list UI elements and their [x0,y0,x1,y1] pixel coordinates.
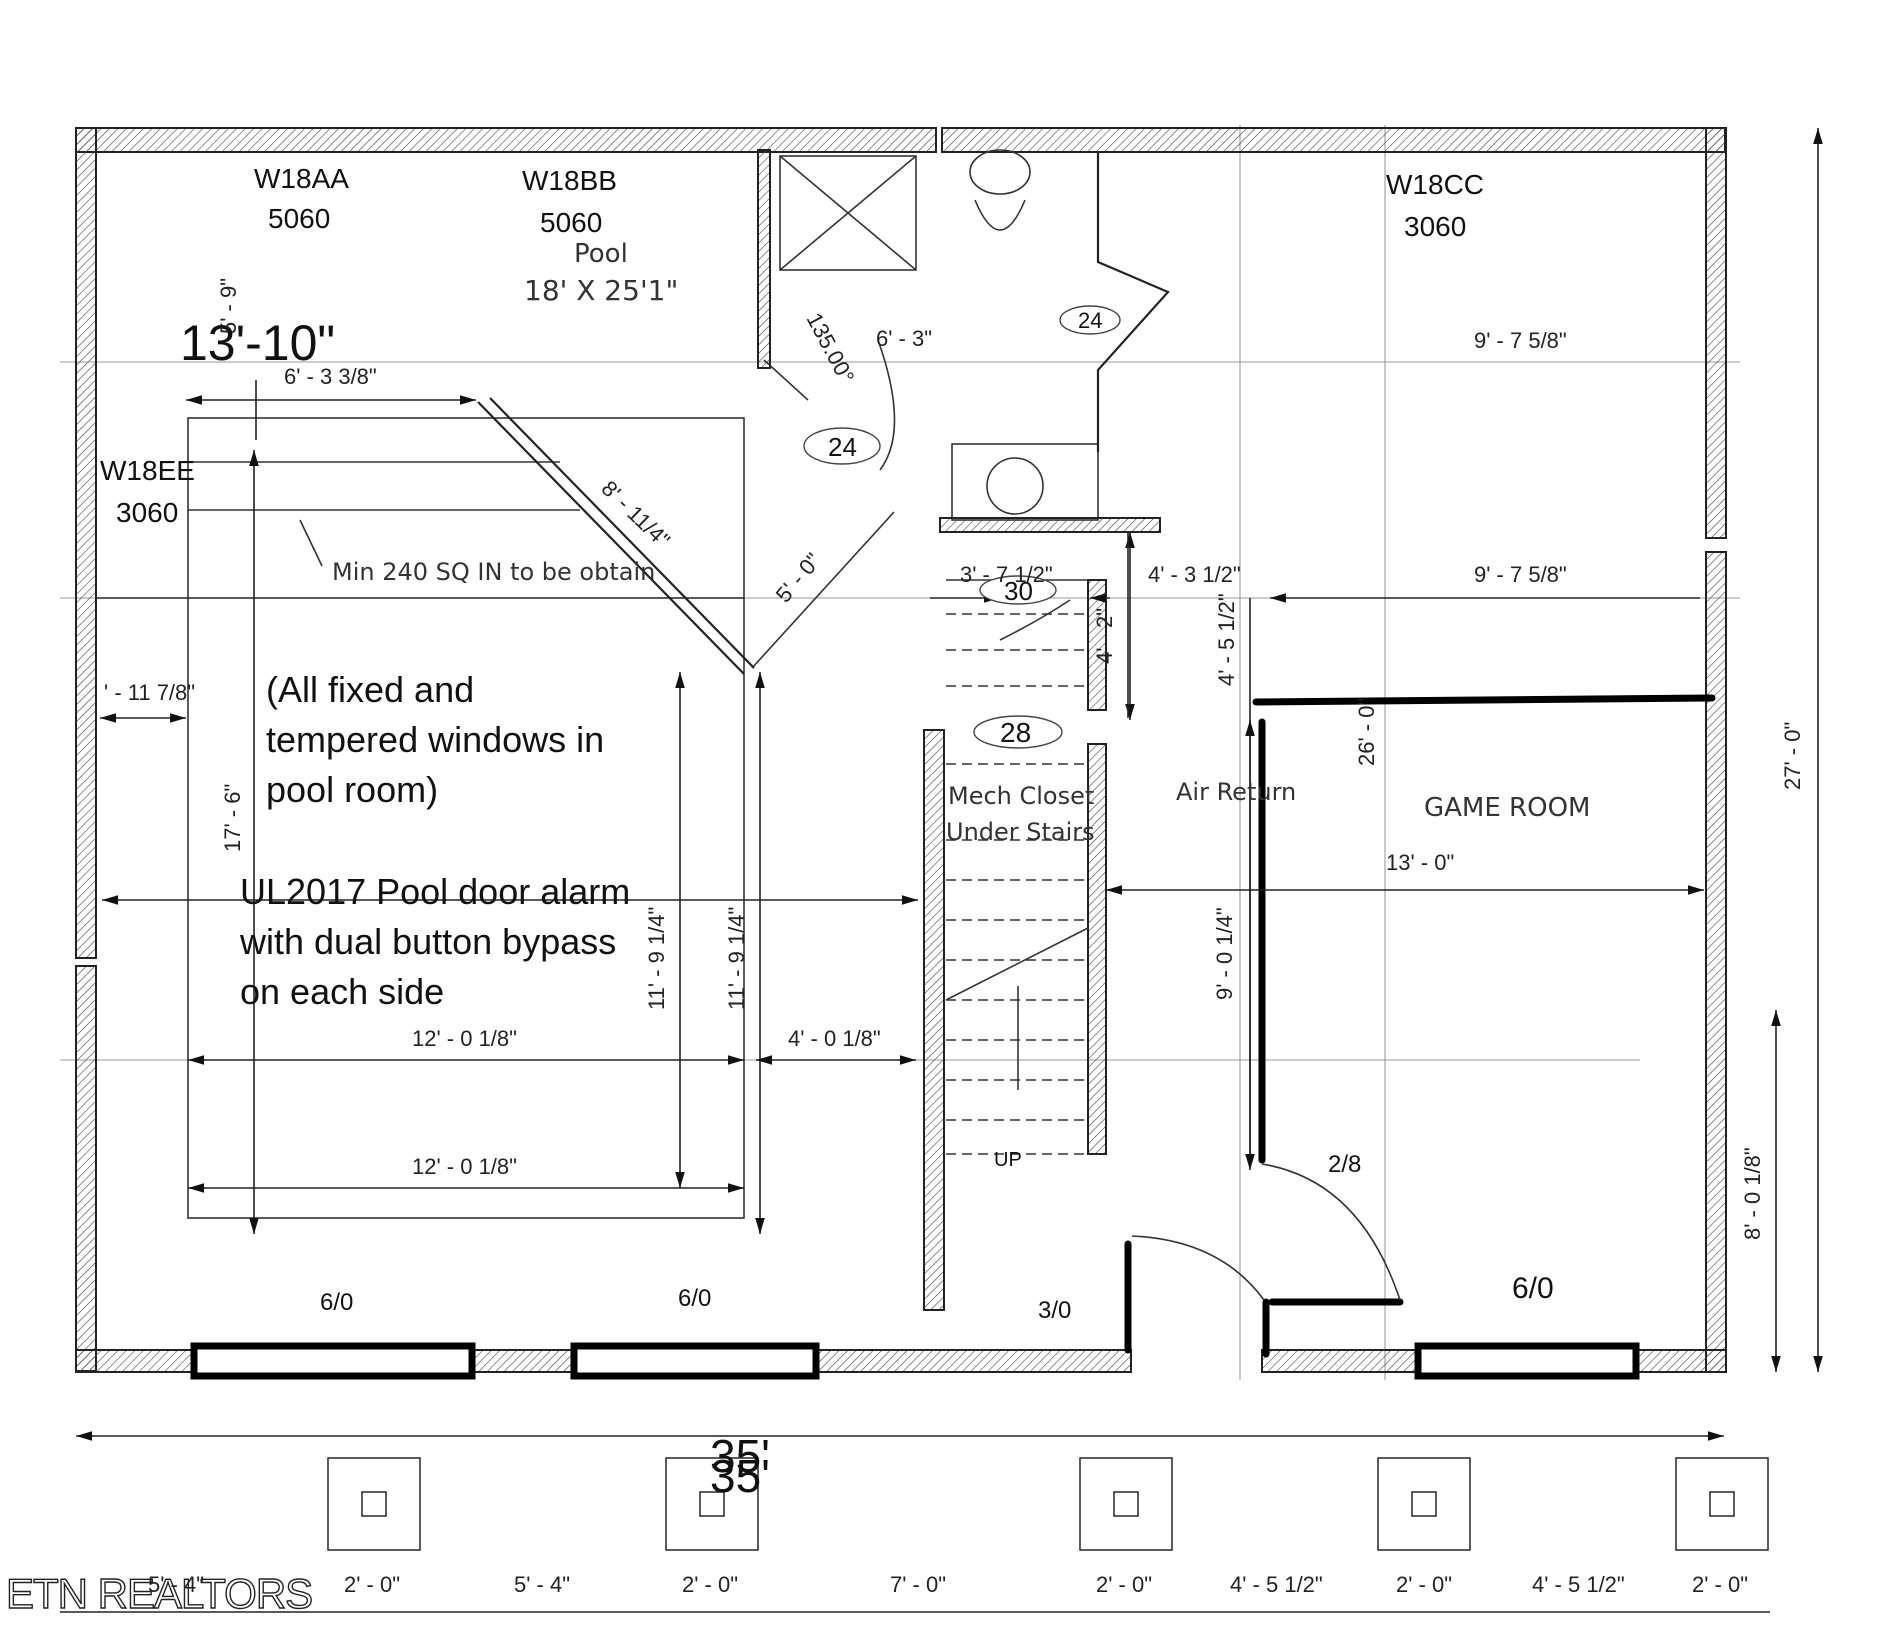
dim-17-6: 17' - 6" [220,784,245,852]
window-w18ee-size: 3060 [116,497,178,528]
dim-9-7-58-upper: 9' - 7 5/8" [1474,328,1567,353]
note-total-width: 35' [710,1430,770,1482]
door-label-1: 6/0 [320,1289,353,1316]
pool-name: Pool [574,239,628,269]
note-alarm-3: on each side [240,971,444,1012]
door-label-5: 2/8 [1328,1151,1361,1178]
window-w18ee-code: W18EE [100,455,195,486]
dim-9-0-14: 9' - 0 1/4" [1212,907,1237,1000]
column-4 [1377,1457,1471,1551]
dim-bottom-4: 2' - 0" [682,1572,738,1597]
dim-bottom-1: 5' - 4" [148,1572,204,1597]
column-3 [1079,1457,1173,1551]
column-2 [665,1457,759,1551]
game-room-label: GAME ROOM [1424,793,1591,823]
window-w18aa-size: 5060 [268,203,330,234]
note-min-sq-in: Min 240 SQ IN to be obtain [332,558,655,586]
window-w18aa-code: W18AA [254,163,349,194]
mech-closet-label-1: Mech Closet [948,782,1094,810]
game-room-walls [1124,694,1716,1358]
room-tags [803,305,1121,749]
dim-11-9-14-left: 11' - 9 1/4" [644,907,669,1010]
bathroom-fixtures [779,149,1170,533]
dim-12-0-18-lower: 12' - 0 1/8" [412,1154,517,1179]
dim-135: 135.00° [802,309,860,388]
window-w18bb-code: W18BB [522,165,617,196]
dim-3-7-12: 3' - 7 1/2" [960,562,1053,587]
note-big-width: 13'-10" [180,315,335,371]
dim-bottom-10: 2' - 0" [1692,1572,1748,1597]
room-labels: Pool 18' X 25'1" GAME ROOM Mech Closet U… [524,239,1591,1171]
dim-11-78: ' - 11 7/8" [104,680,195,705]
pool-size: 18' X 25'1" [524,274,678,307]
dim-4-5-12-vertical: 4' - 5 1/2" [1214,593,1239,686]
dim-8-0-18: 8' - 0 1/8" [1740,1147,1765,1240]
dim-bottom-6: 2' - 0" [1096,1572,1152,1597]
window-w18cc-code: W18CC [1386,169,1484,200]
dim-bottom-7: 4' - 5 1/2" [1230,1572,1323,1597]
note-total-width-echo: 35' [710,1450,770,1502]
dim-9-7-58-lower: 9' - 7 5/8" [1474,562,1567,587]
columns [327,1457,1769,1551]
bottom-windows [190,1342,1640,1380]
stairs [945,579,1089,1155]
dim-bottom-3: 5' - 4" [514,1572,570,1597]
dim-12-0-18-upper: 12' - 0 1/8" [412,1026,517,1051]
dim-4-3-12: 4' - 3 1/2" [1148,562,1241,587]
dim-8-11-14: 8' - 11/4" [597,476,675,553]
dim-26-0: 26' - 0" [1354,698,1379,766]
dim-bottom-9: 4' - 5 1/2" [1532,1572,1625,1597]
dim-bottom-2: 2' - 0" [344,1572,400,1597]
mech-closet-label-2: Under Stairs [946,818,1095,846]
window-w18cc-size: 3060 [1404,211,1466,242]
note-fixed-3: pool room) [266,769,438,810]
dim-bottom-8: 2' - 0" [1396,1572,1452,1597]
dim-6-3: 6' - 3" [876,326,932,351]
dim-13-0: 13' - 0" [1386,850,1454,875]
note-fixed-1: (All fixed and [266,669,474,710]
pool-outline [187,339,896,1219]
door-labels: 6/0 6/0 6/0 3/0 2/8 [320,1151,1554,1324]
column-5 [1675,1457,1769,1551]
dim-bottom-5: 7' - 0" [890,1572,946,1597]
dim-27-0: 27' - 0" [1780,722,1805,790]
door-label-4: 3/0 [1038,1297,1071,1324]
note-min-sq-in-arrow [299,519,323,567]
realtor-watermark: ETN REALTORS [6,1570,312,1617]
door-label-3: 6/0 [1512,1272,1554,1305]
window-w18bb-size: 5060 [540,207,602,238]
dim-11-9-14-right: 11' - 9 1/4" [724,907,749,1010]
tag-labels: 24 24 30 28 [828,308,1102,748]
note-fixed-2: tempered windows in [266,719,604,760]
tag-30: 30 [1004,576,1033,606]
tag-24-lower: 24 [828,432,857,462]
stairs-up-label: UP [994,1149,1022,1171]
air-return-label: Air Return [1176,778,1296,806]
tag-28: 28 [1000,717,1031,748]
dimension-lines [60,128,1823,1613]
dim-6-3-38: 6' - 3 3/8" [284,364,377,389]
dim-4-0-18: 4' - 0 1/8" [788,1026,881,1051]
tag-24-upper: 24 [1078,308,1102,333]
door-label-2: 6/0 [678,1285,711,1312]
dim-5-9: 5' - 9" [216,278,241,334]
notes: 13'-10" Min 240 SQ IN to be obtain (All … [180,315,770,1502]
note-alarm-2: with dual button bypass [239,921,616,962]
window-labels: W18AA 5060 W18BB 5060 W18CC 3060 W18EE 3… [100,163,1484,528]
dim-4-2: 4' - 2" [1092,608,1117,664]
column-1 [327,1457,421,1551]
note-alarm-1: UL2017 Pool door alarm [240,871,630,912]
